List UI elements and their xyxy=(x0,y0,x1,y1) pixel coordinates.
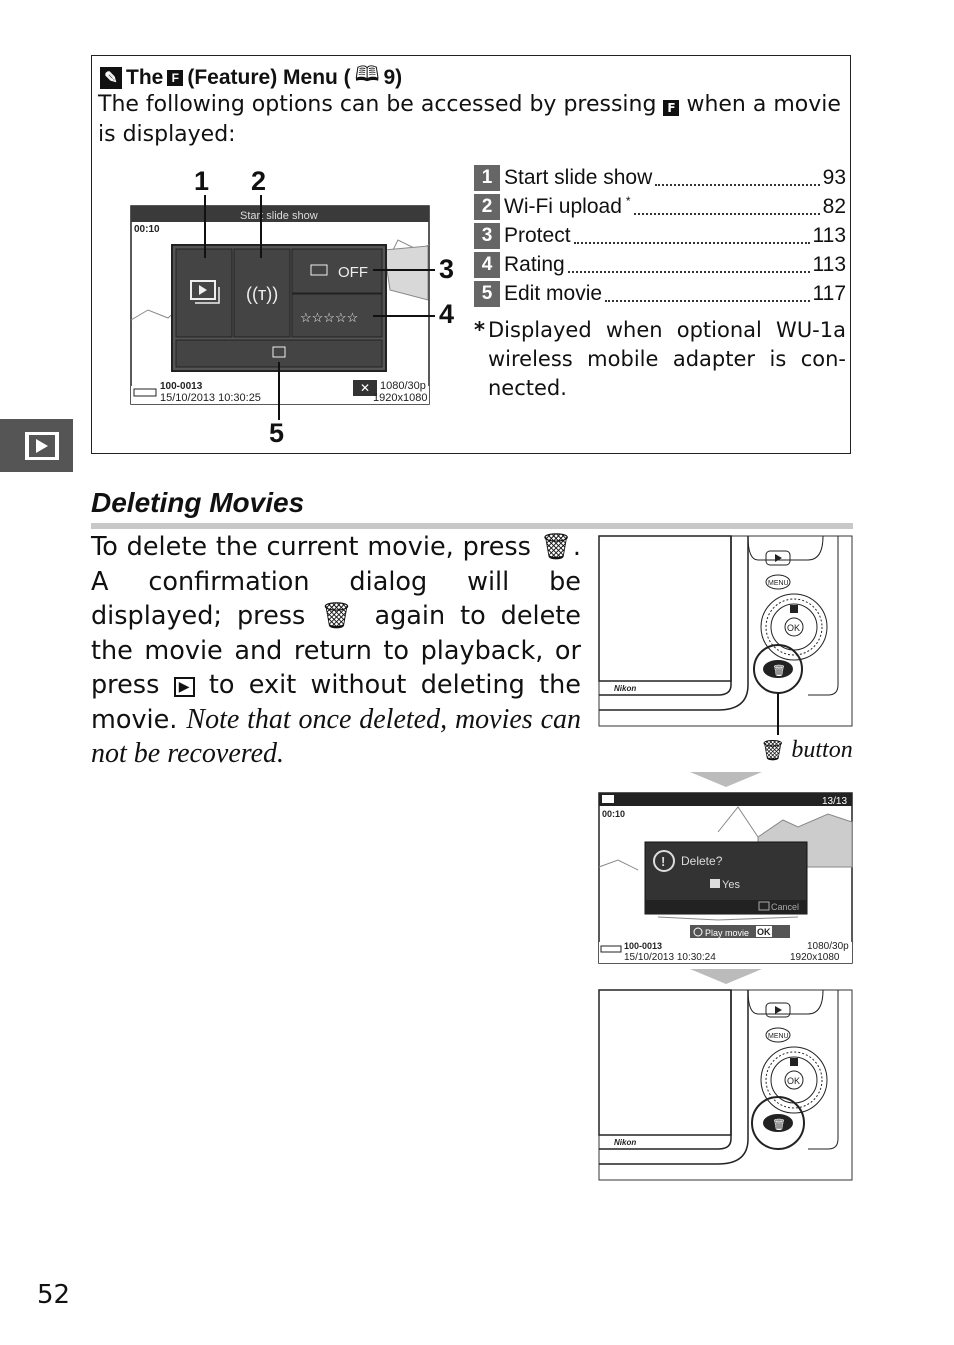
screen1-time: 00:10 xyxy=(134,224,160,235)
screen1-size: 1920x1080 xyxy=(373,392,427,404)
option-rating: 4 Rating 113 xyxy=(474,252,846,278)
screen1-fps: 1080/30p xyxy=(380,380,426,392)
movie-icon xyxy=(602,795,614,803)
pencil-icon: ✎ xyxy=(100,66,122,89)
trash-icon: 🗑 xyxy=(539,532,573,562)
dialog-yes: Yes xyxy=(722,879,740,891)
edit-movie-icon xyxy=(272,346,286,358)
playback-button-icon xyxy=(758,901,770,911)
section-heading: Deleting Movies xyxy=(91,487,305,518)
screen2-fps: 1080/30p xyxy=(807,941,849,952)
trash-icon: 🗑 xyxy=(772,664,786,677)
feature-key-icon: F xyxy=(167,69,184,86)
trash-icon: 🗑 xyxy=(320,601,360,631)
key-icon xyxy=(310,264,328,276)
menu-button: MENU xyxy=(768,1033,789,1040)
playback-button-icon xyxy=(775,554,782,562)
dialog-question: Delete? xyxy=(681,854,723,868)
screen1-header: Start slide show xyxy=(240,210,318,222)
footnote: * Displayed when optional WU-1a wireless… xyxy=(474,318,846,400)
note-body: The following options can be accessed by… xyxy=(98,92,841,147)
ok-button: OK xyxy=(787,623,800,633)
screen2-file: 100-0013 xyxy=(624,941,662,951)
play-icon: ▶ xyxy=(173,677,195,697)
brand-label: Nikon xyxy=(614,1138,636,1147)
brand-label: Nikon xyxy=(614,684,636,693)
camera-back-illustration-1: Nikon MENU OK 🗑 xyxy=(598,535,853,735)
callout-5: 5 xyxy=(269,418,284,448)
deleting-paragraph: To delete the current movie, press 🗑. A … xyxy=(91,532,582,769)
delete-dialog-screen: 13/13 00:10 ! Delete? Yes Cancel Play mo… xyxy=(598,792,853,964)
trash-icon: 🗑 xyxy=(772,1118,786,1131)
screen1-datetime: 15/10/2013 10:30:25 xyxy=(160,392,261,404)
screen2-time: 00:10 xyxy=(602,809,625,819)
playback-button-icon xyxy=(775,1006,782,1014)
note-title: ✎ The F (Feature) Menu ( 🕮 9) xyxy=(100,60,402,95)
svg-text:!: ! xyxy=(661,854,665,869)
screen1-file: 100-0013 xyxy=(160,381,203,392)
screen2-size: 1920x1080 xyxy=(790,952,840,963)
play-movie-label: Play movie xyxy=(705,928,749,938)
protect-off-label: OFF xyxy=(338,264,368,281)
note-box xyxy=(91,55,851,454)
book-icon: 🕮 xyxy=(354,63,380,86)
camera-back-illustration-2: Nikon MENU OK 🗑 xyxy=(598,989,853,1181)
option-edit-movie: 5 Edit movie 117 xyxy=(474,281,846,307)
highlight-circle xyxy=(751,1096,805,1150)
delete-button-caption: 🗑 button xyxy=(760,737,853,763)
screen2-datetime: 15/10/2013 10:30:24 xyxy=(624,952,716,963)
heading-rule xyxy=(91,523,853,529)
rating-stars: ☆☆☆☆☆ xyxy=(300,310,358,325)
menu-button: MENU xyxy=(768,580,789,587)
movie-section-tab xyxy=(0,419,73,472)
option-wifi-upload: 2 Wi-Fi upload * 82 xyxy=(474,194,846,220)
option-protect: 3 Protect 113 xyxy=(474,223,846,249)
close-icon: ✕ xyxy=(360,381,370,395)
ok-button: OK xyxy=(787,1076,800,1086)
feature-menu-illustration: Start slide show 00:10 ((ᴛ)) OFF ☆☆☆☆☆ 1… xyxy=(130,166,454,448)
callout-3: 3 xyxy=(439,254,454,284)
screen2-counter: 13/13 xyxy=(822,796,847,807)
feature-key-icon: F xyxy=(663,100,680,116)
callout-2: 2 xyxy=(251,166,266,196)
down-arrow-icon xyxy=(690,772,762,787)
wifi-icon: ((ᴛ)) xyxy=(246,284,278,304)
trash-icon xyxy=(710,879,720,888)
movie-icon xyxy=(25,432,59,460)
trash-icon: 🗑 xyxy=(760,740,786,762)
callout-1: 1 xyxy=(194,166,209,196)
play-movie-icon xyxy=(693,927,703,937)
ok-icon: OK xyxy=(757,927,771,937)
dialog-cancel: Cancel xyxy=(771,902,799,912)
page-number: 52 xyxy=(37,1280,71,1310)
delete-button xyxy=(763,660,793,678)
slideshow-icon xyxy=(190,280,216,300)
option-start-slide-show: 1 Start slide show 93 xyxy=(474,165,846,191)
callout-4: 4 xyxy=(439,299,454,329)
down-arrow-icon xyxy=(690,969,762,984)
warning-icon xyxy=(653,850,675,872)
delete-button xyxy=(763,1114,793,1132)
